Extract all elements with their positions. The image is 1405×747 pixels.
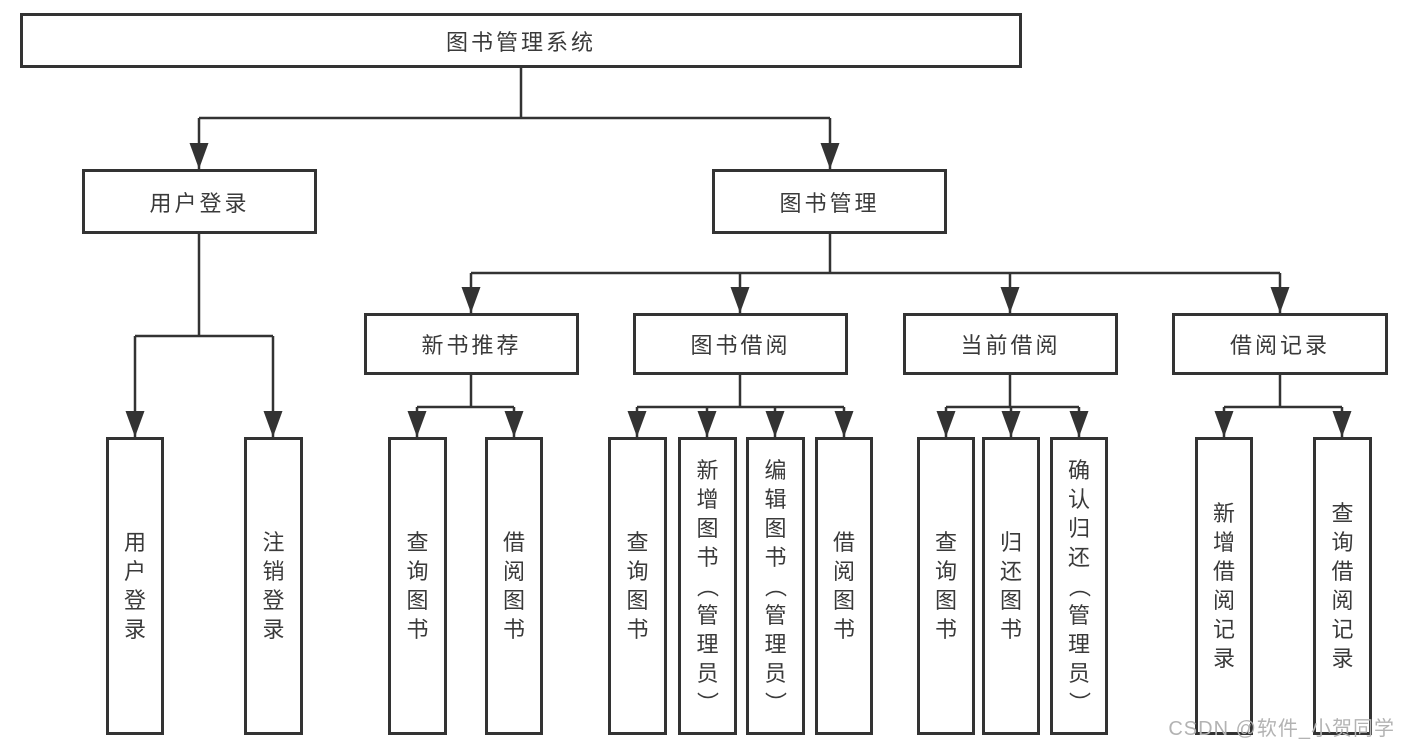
node-label: 查询图书 xyxy=(934,530,957,642)
node-label: 归还图书 xyxy=(999,530,1022,642)
node-book-borrowing: 图书借阅 xyxy=(633,313,848,375)
leaf-logout: 注销登录 xyxy=(244,437,303,735)
node-label: 新书推荐 xyxy=(421,333,522,358)
node-label: 注销登录 xyxy=(262,530,285,642)
node-label: 确认归还（管理员） xyxy=(1066,457,1092,714)
node-user-login: 用户登录 xyxy=(82,169,317,234)
node-label: 查询图书 xyxy=(406,530,429,642)
node-label: 图书管理系统 xyxy=(445,29,596,55)
leaf-bb-edit-books-admin: 编辑图书（管理员） xyxy=(746,437,805,735)
leaf-bb-add-books-admin: 新增图书（管理员） xyxy=(678,437,737,735)
node-library-management-system: 图书管理系统 xyxy=(20,13,1022,68)
leaf-cb-query-books: 查询图书 xyxy=(917,437,975,735)
node-label: 查询借阅记录 xyxy=(1331,501,1354,671)
node-label: 新增借阅记录 xyxy=(1212,501,1235,671)
node-label: 图书管理 xyxy=(779,190,880,216)
node-book-management: 图书管理 xyxy=(712,169,947,234)
node-label: 用户登录 xyxy=(123,530,146,642)
csdn-watermark: CSDN @软件_小贺同学 xyxy=(1168,718,1395,740)
leaf-br-query-record: 查询借阅记录 xyxy=(1313,437,1372,735)
leaf-nbr-borrow-books: 借阅图书 xyxy=(485,437,543,735)
node-label: 图书借阅 xyxy=(690,333,791,358)
node-label: 新增图书（管理员） xyxy=(694,457,720,714)
leaf-cb-confirm-return-admin: 确认归还（管理员） xyxy=(1050,437,1108,735)
node-label: 用户登录 xyxy=(149,190,250,216)
leaf-br-add-record: 新增借阅记录 xyxy=(1195,437,1253,735)
node-label: 编辑图书（管理员） xyxy=(762,457,788,714)
node-new-book-recommendation: 新书推荐 xyxy=(364,313,579,375)
leaf-cb-return-books: 归还图书 xyxy=(982,437,1040,735)
node-current-borrowing: 当前借阅 xyxy=(903,313,1118,375)
node-borrowing-records: 借阅记录 xyxy=(1172,313,1388,375)
node-label: 借阅记录 xyxy=(1229,333,1330,358)
leaf-bb-borrow-books: 借阅图书 xyxy=(815,437,873,735)
leaf-bb-query-books: 查询图书 xyxy=(608,437,667,735)
node-label: 借阅图书 xyxy=(502,530,525,642)
node-label: 查询图书 xyxy=(626,530,649,642)
leaf-nbr-query-books: 查询图书 xyxy=(388,437,447,735)
node-label: 借阅图书 xyxy=(832,530,855,642)
node-label: 当前借阅 xyxy=(960,333,1061,358)
leaf-user-login: 用户登录 xyxy=(106,437,164,735)
